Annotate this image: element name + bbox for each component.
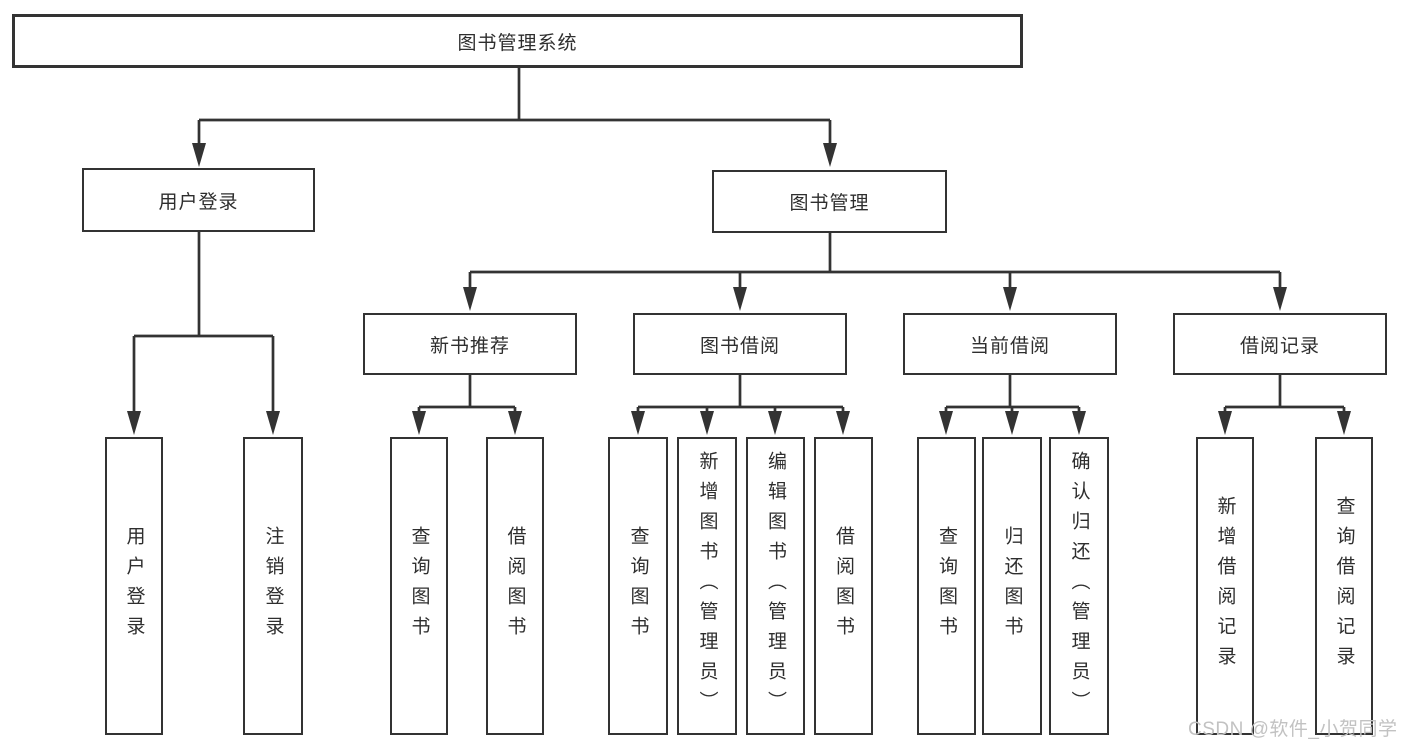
node-book-borrow: 图书借阅 bbox=[633, 313, 847, 375]
leaf-query-borrow-record: 查询借阅记录 bbox=[1315, 437, 1373, 735]
node-user-login-branch: 用户登录 bbox=[82, 168, 315, 232]
node-new-book-recommend: 新书推荐 bbox=[363, 313, 577, 375]
node-label: 新增图书（管理员） bbox=[696, 451, 718, 721]
leaf-add-book-admin: 新增图书（管理员） bbox=[677, 437, 737, 735]
node-label: 编辑图书（管理员） bbox=[765, 451, 786, 721]
leaf-borrow-books: 借阅图书 bbox=[814, 437, 873, 735]
csdn-watermark: CSDN @软件_小贺同学 bbox=[1188, 719, 1398, 740]
node-label: 借阅图书 bbox=[504, 526, 526, 646]
leaf-borrow-books-recommend: 借阅图书 bbox=[486, 437, 544, 735]
leaf-query-books-recommend: 查询图书 bbox=[390, 437, 448, 735]
leaf-query-books-current: 查询图书 bbox=[917, 437, 976, 735]
node-root: 图书管理系统 bbox=[12, 14, 1023, 68]
node-label: 当前借阅 bbox=[969, 335, 1050, 357]
leaf-add-borrow-record: 新增借阅记录 bbox=[1196, 437, 1254, 735]
node-label: 查询图书 bbox=[408, 526, 430, 646]
node-label: 图书管理 bbox=[789, 193, 870, 214]
node-label: 图书借阅 bbox=[699, 335, 780, 357]
node-label: 查询借阅记录 bbox=[1333, 496, 1355, 676]
node-label: 查询图书 bbox=[627, 526, 649, 646]
node-borrow-records: 借阅记录 bbox=[1173, 313, 1387, 375]
node-label: 借阅记录 bbox=[1239, 335, 1320, 357]
leaf-edit-book-admin: 编辑图书（管理员） bbox=[746, 437, 805, 735]
node-label: 用户登录 bbox=[123, 526, 145, 646]
node-book-management: 图书管理 bbox=[712, 170, 947, 233]
arrowheads bbox=[127, 143, 1351, 435]
node-label: 用户登录 bbox=[158, 191, 239, 213]
leaf-return-book: 归还图书 bbox=[982, 437, 1042, 735]
node-label: 确认归还（管理员） bbox=[1068, 451, 1090, 721]
leaf-query-books-borrow: 查询图书 bbox=[608, 437, 668, 735]
node-label: 新增借阅记录 bbox=[1214, 496, 1236, 676]
leaf-user-login: 用户登录 bbox=[105, 437, 163, 735]
leaf-logout: 注销登录 bbox=[243, 437, 303, 735]
node-label: 归还图书 bbox=[1001, 526, 1023, 646]
node-label: 借阅图书 bbox=[833, 526, 854, 646]
node-current-borrow: 当前借阅 bbox=[903, 313, 1117, 375]
node-label: 查询图书 bbox=[936, 526, 957, 646]
node-label: 图书管理系统 bbox=[457, 32, 578, 54]
node-label: 新书推荐 bbox=[429, 335, 510, 357]
leaf-confirm-return-admin: 确认归还（管理员） bbox=[1049, 437, 1109, 735]
node-label: 注销登录 bbox=[262, 526, 284, 646]
